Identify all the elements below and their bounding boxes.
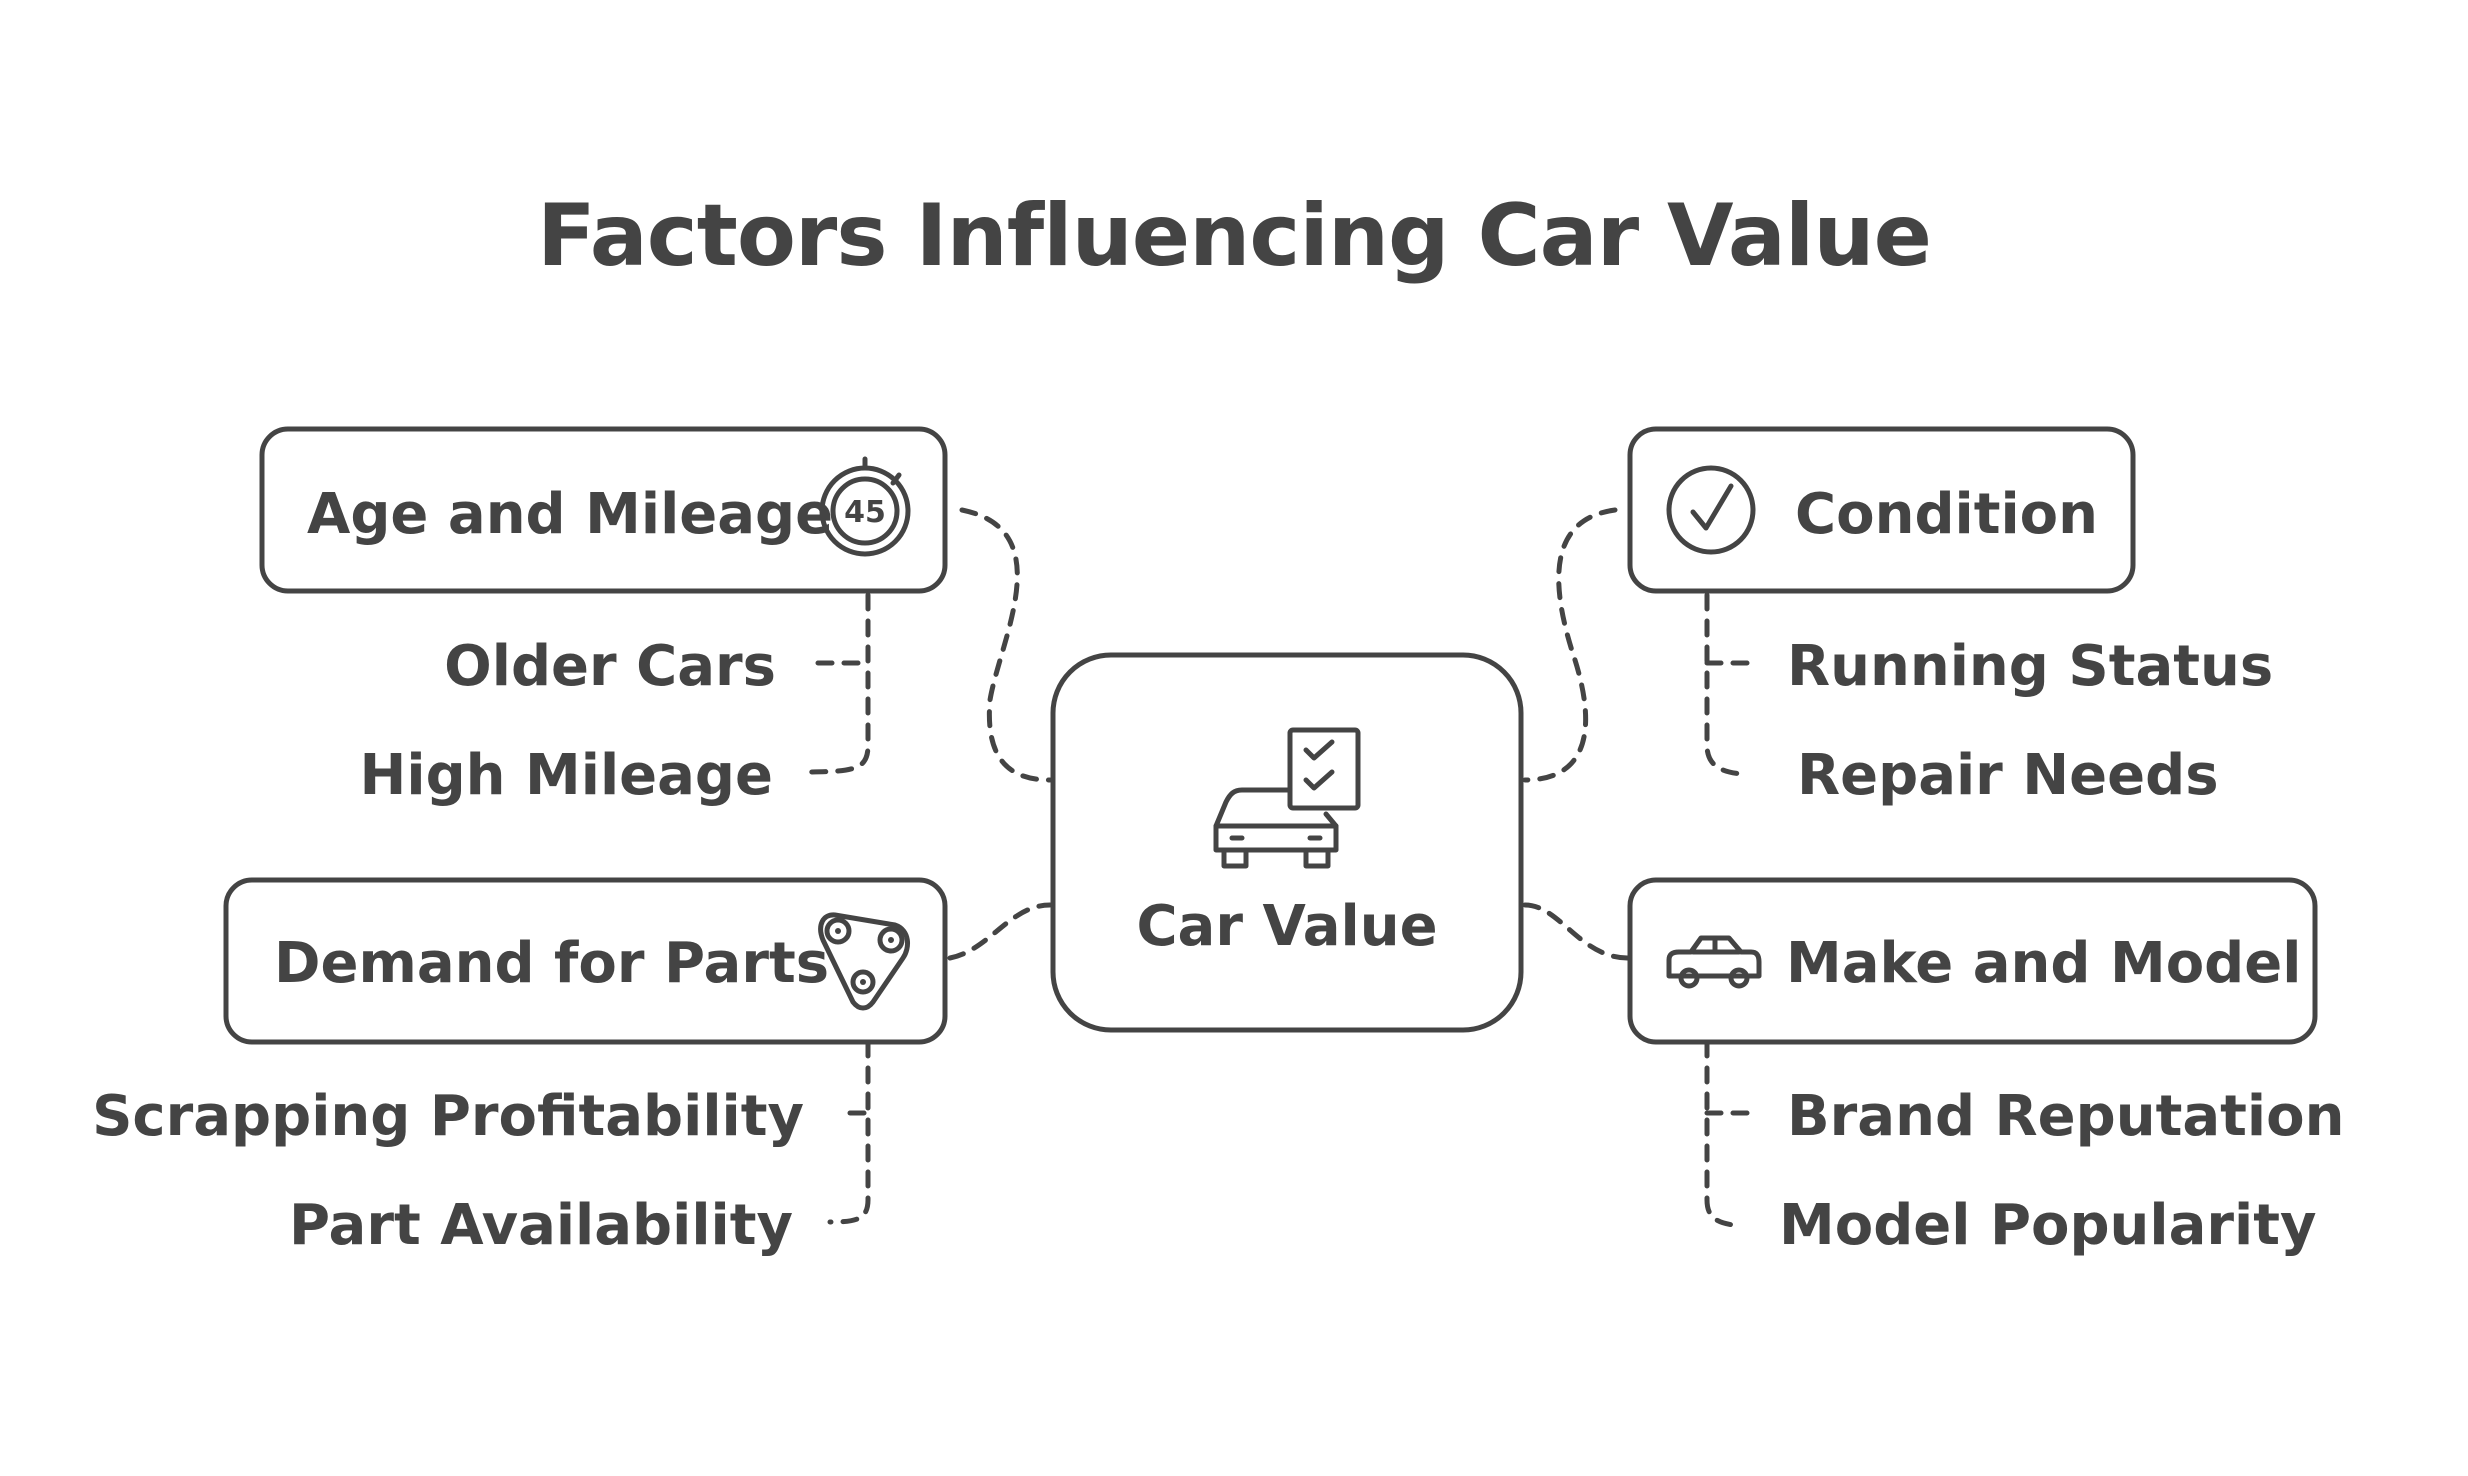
- connector-make-to-center: [1522, 902, 1631, 961]
- center-node-box: [1050, 652, 1524, 1033]
- speedometer-icon-number: 45: [844, 495, 886, 530]
- center-node: Car Value: [1050, 652, 1524, 1033]
- demand-for-parts-label: Demand for Parts: [274, 931, 829, 996]
- connector-make-children: [1704, 1039, 1745, 1229]
- condition-child-repair-needs: Repair Needs: [1797, 743, 2219, 808]
- demand-child-scrapping-profitability: Scrapping Profitability: [92, 1084, 804, 1149]
- age-child-older-cars: Older Cars: [444, 634, 776, 699]
- node-demand-for-parts: Demand for Parts: [223, 877, 948, 1045]
- connector-demand-children: [827, 1039, 871, 1225]
- connector-age-to-center: [959, 507, 1053, 783]
- node-age-and-mileage: Age and Mileage 45: [259, 426, 948, 594]
- gears-belt-icon: [818, 912, 910, 1011]
- age-and-mileage-box: [259, 426, 948, 594]
- connector-condition-to-center: [1522, 507, 1618, 783]
- node-condition: Condition: [1627, 426, 2136, 594]
- condition-child-running-status: Running Status: [1787, 634, 2273, 699]
- connector-demand-to-center: [947, 902, 1053, 961]
- age-child-high-mileage: High Mileage: [360, 743, 773, 808]
- condition-label: Condition: [1795, 482, 2098, 547]
- checkmark-circle-icon: [1666, 465, 1756, 555]
- make-child-model-popularity: Model Popularity: [1779, 1193, 2317, 1258]
- age-and-mileage-label: Age and Mileage: [307, 482, 833, 547]
- condition-box: [1627, 426, 2136, 594]
- make-child-brand-reputation: Brand Reputation: [1787, 1084, 2344, 1149]
- connector-age-children: [797, 592, 871, 775]
- node-make-and-model: Make and Model: [1627, 877, 2318, 1045]
- make-and-model-label: Make and Model: [1786, 931, 2301, 996]
- demand-for-parts-box: [223, 877, 948, 1045]
- car-icon: [1666, 935, 1762, 989]
- demand-child-part-availability: Part Availability: [289, 1193, 793, 1258]
- center-node-label: Car Value: [1136, 894, 1437, 959]
- connector-condition-children: [1704, 592, 1745, 777]
- car-checklist-icon: [1213, 727, 1361, 869]
- page-title: Factors Influencing Car Value: [537, 186, 1931, 286]
- speedometer-icon: 45: [819, 456, 911, 557]
- make-and-model-box: [1627, 877, 2318, 1045]
